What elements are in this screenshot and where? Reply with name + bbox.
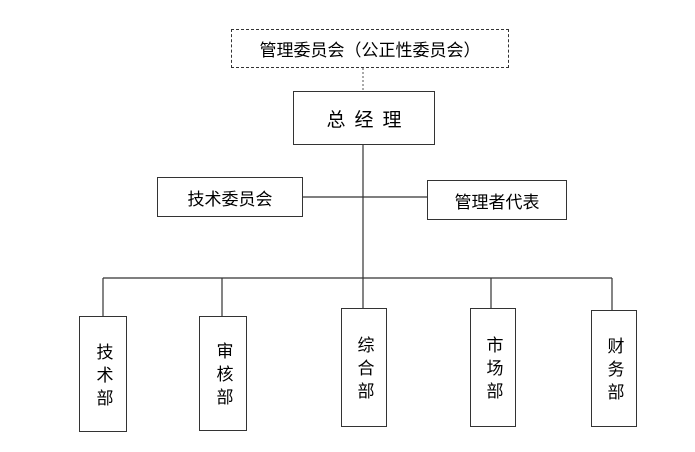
technical-committee-label: 技术委员会 [187,189,273,210]
department-label-finance: 财务部 [603,337,624,406]
department-label-general-affairs: 综合部 [353,336,374,405]
general-manager-label: 总经理 [326,108,411,131]
department-box-technical: 技术部 [79,316,127,432]
department-label-audit: 审核部 [212,342,233,411]
department-box-finance: 财务部 [591,310,637,427]
general-manager-box: 总经理 [293,91,435,145]
department-label-technical: 技术部 [92,342,113,412]
management-committee-label: 管理委员会（公正性委员会） [259,41,481,61]
technical-committee-box: 技术委员会 [157,177,303,217]
management-committee-box: 管理委员会（公正性委员会） [231,29,509,68]
department-label-marketing: 市场部 [482,336,503,405]
department-box-audit: 审核部 [199,316,247,431]
management-representative-box: 管理者代表 [427,180,567,220]
department-box-general-affairs: 综合部 [341,308,387,427]
department-box-marketing: 市场部 [470,308,516,427]
management-representative-label: 管理者代表 [454,192,540,213]
